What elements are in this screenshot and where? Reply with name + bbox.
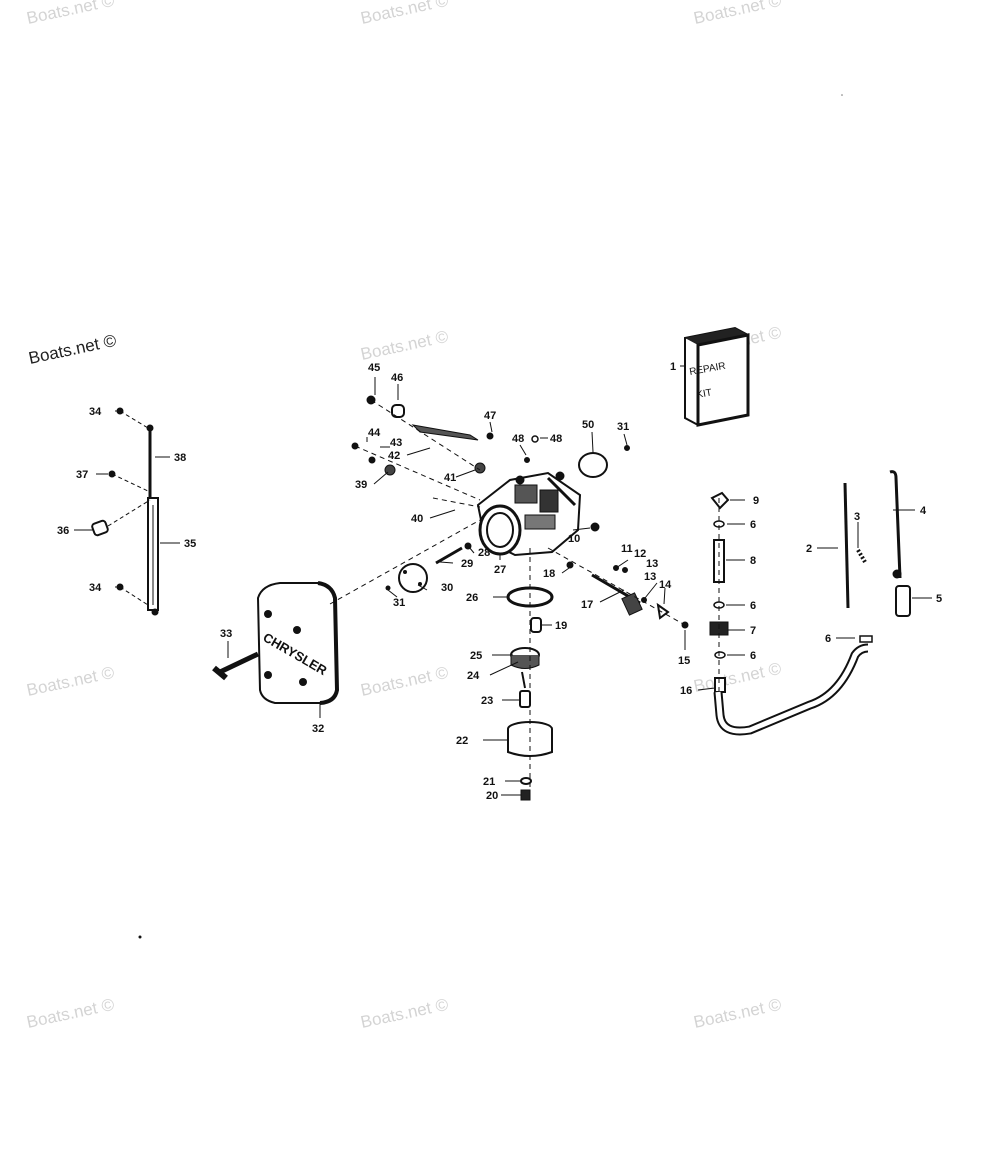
callout-2: 2 [806, 543, 812, 555]
throttle-lever-assembly [351, 395, 494, 508]
callout-29: 29 [461, 558, 473, 570]
watermark-main: Boats.net © [27, 331, 119, 368]
watermark-layer: Boats.net © Boats.net © Boats.net © Boat… [25, 0, 784, 1032]
callout-40: 40 [411, 513, 423, 525]
callout-14: 14 [659, 579, 672, 591]
callout-6: 6 [825, 633, 831, 645]
callout-6: 6 [750, 519, 756, 531]
watermark: Boats.net © [359, 0, 451, 28]
callout-38: 38 [174, 452, 186, 464]
callout-labels: 1 2 3 4 5 6 6 6 6 7 8 9 10 11 12 13 13 1… [57, 361, 942, 802]
callout-44: 44 [368, 427, 381, 439]
scan-speck [841, 94, 843, 96]
callout-33: 33 [220, 628, 232, 640]
carburetor-body [476, 471, 582, 557]
callout-26: 26 [466, 592, 478, 604]
callout-13: 13 [644, 571, 656, 583]
choke-shaft-assembly [547, 547, 689, 629]
callout-4: 4 [920, 505, 927, 517]
watermark: Boats.net © [359, 995, 451, 1032]
callout-8: 8 [750, 555, 756, 567]
callout-21: 21 [483, 776, 495, 788]
watermark: Boats.net © [692, 995, 784, 1032]
callout-5: 5 [936, 593, 942, 605]
callout-27: 27 [494, 564, 506, 576]
callout-1: 1 [670, 361, 676, 373]
callout-12: 12 [634, 548, 646, 560]
callout-10: 10 [568, 533, 580, 545]
callout-34: 34 [89, 582, 102, 594]
callout-31: 31 [617, 421, 629, 433]
callout-6: 6 [750, 600, 756, 612]
callout-42: 42 [388, 450, 400, 462]
callout-37: 37 [76, 469, 88, 481]
callout-3: 3 [854, 511, 860, 523]
callout-30: 30 [441, 582, 453, 594]
callout-22: 22 [456, 735, 468, 747]
callout-11: 11 [621, 543, 633, 555]
silencer-gasket [385, 563, 428, 593]
callout-43: 43 [390, 437, 402, 449]
callout-7: 7 [750, 625, 756, 637]
callout-46: 46 [391, 372, 403, 384]
callout-32: 32 [312, 723, 324, 735]
callout-47: 47 [484, 410, 496, 422]
callout-39: 39 [355, 479, 367, 491]
callout-23: 23 [481, 695, 493, 707]
watermark: Boats.net © [25, 663, 117, 700]
callout-34: 34 [89, 406, 102, 418]
watermark: Boats.net © [359, 663, 451, 700]
callout-25: 25 [470, 650, 482, 662]
small-fasteners [435, 435, 630, 569]
callout-24: 24 [467, 670, 480, 682]
watermark: Boats.net © [692, 659, 784, 696]
callout-20: 20 [486, 790, 498, 802]
repair-kit-label: KIT [696, 387, 713, 401]
callout-leaders [74, 365, 932, 796]
callout-31: 31 [393, 597, 405, 609]
watermark: Boats.net © [692, 0, 784, 28]
watermark: Boats.net © [25, 995, 117, 1032]
callout-19: 19 [555, 620, 567, 632]
callout-45: 45 [368, 362, 380, 374]
callout-9: 9 [753, 495, 759, 507]
air-silencer-cover: CHRYSLER [212, 581, 340, 705]
fuel-fitting-assembly [709, 491, 873, 736]
scan-speck [138, 935, 142, 939]
float-bowl-assembly [506, 548, 554, 801]
throttle-linkage-assembly [91, 407, 159, 616]
primer-rod-assembly [843, 470, 911, 617]
callout-28: 28 [478, 547, 490, 559]
callout-48: 48 [550, 433, 562, 445]
callout-48: 48 [512, 433, 524, 445]
repair-kit-box: REPAIR KIT [684, 326, 750, 427]
callout-17: 17 [581, 599, 593, 611]
callout-41: 41 [444, 472, 456, 484]
callout-16: 16 [680, 685, 692, 697]
callout-15: 15 [678, 655, 690, 667]
callout-13: 13 [646, 558, 658, 570]
watermark: Boats.net © [25, 0, 117, 28]
watermark: Boats.net © [359, 327, 451, 364]
callout-36: 36 [57, 525, 69, 537]
callout-18: 18 [543, 568, 555, 580]
callout-50: 50 [582, 419, 594, 431]
callout-6: 6 [750, 650, 756, 662]
callout-35: 35 [184, 538, 196, 550]
